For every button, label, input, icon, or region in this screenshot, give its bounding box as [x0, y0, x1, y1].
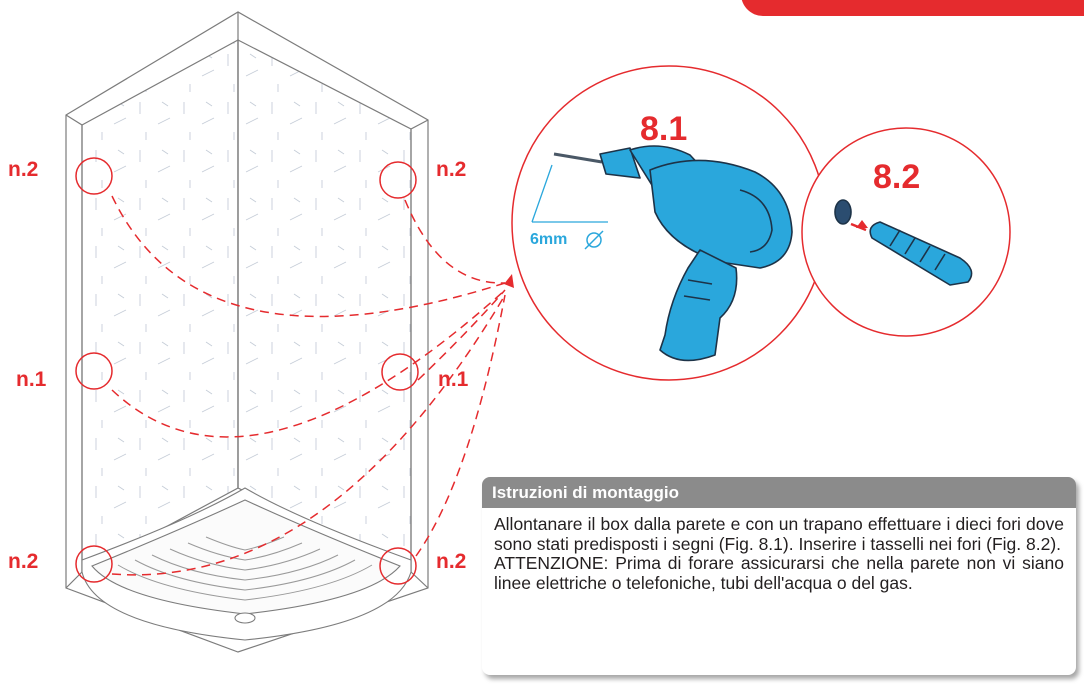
- instructions-paragraph: Allontanare il box dalla parete e con un…: [494, 514, 1064, 554]
- hole-marker-left-mid: [75, 352, 113, 390]
- label-right-bottom: n.2: [436, 550, 467, 573]
- label-left-bottom: n.2: [8, 550, 39, 573]
- label-right-top: n.2: [436, 158, 467, 181]
- hole-marker-right-mid: [381, 353, 419, 391]
- label-left-top: n.2: [8, 158, 39, 181]
- shower-tray: [81, 487, 412, 641]
- instructions-body: Allontanare il box dalla parete e con un…: [482, 508, 1076, 593]
- dimension-mark: [531, 164, 608, 223]
- drill-icon: [553, 145, 793, 362]
- step-8-2-label: 8.2: [873, 158, 921, 196]
- warning-paragraph: ATTENZIONE: Prima di forare assicurarsi …: [494, 553, 1064, 593]
- instructions-heading: Istruzioni di montaggio: [482, 477, 1076, 508]
- hole-marker-left-bottom: [75, 545, 113, 583]
- diameter-icon: [584, 230, 604, 250]
- wall-plug-icon: [834, 199, 973, 286]
- drill-diameter-label: 6mm: [530, 231, 568, 248]
- hole-marker-right-bottom: [379, 547, 417, 585]
- hole-marker-right-top: [379, 161, 417, 199]
- label-left-mid: n.1: [16, 368, 47, 391]
- hole-marker-left-top: [75, 157, 113, 195]
- dashed-connectors: [111, 195, 506, 576]
- label-right-mid: n.1: [438, 368, 469, 391]
- header-accent-tab: [741, 0, 1084, 16]
- connector-arrow-icon: [504, 274, 514, 288]
- hole-markers: [75, 157, 419, 585]
- shower-enclosure: [65, 11, 429, 653]
- step-8-1-label: 8.1: [640, 110, 688, 148]
- instructions-panel: Istruzioni di montaggio Allontanare il b…: [482, 477, 1076, 675]
